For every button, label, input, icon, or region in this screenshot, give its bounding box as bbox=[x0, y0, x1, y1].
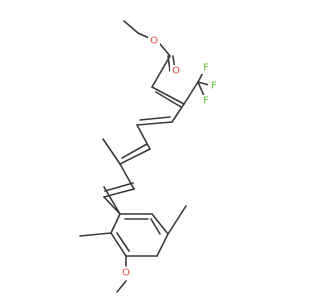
atom-label-layer: O O F F F O bbox=[120, 35, 220, 279]
bond-ch-ch bbox=[136, 124, 151, 150]
bond-ring-5-6 bbox=[151, 213, 169, 235]
svg-text:O: O bbox=[150, 36, 158, 47]
bond-ch-ch-double-b bbox=[139, 116, 171, 121]
oxygen-methoxy-atom: O bbox=[120, 267, 132, 279]
bond-ring-methyl-left bbox=[79, 232, 112, 237]
bond-ring-2-3 bbox=[110, 232, 127, 257]
fluorine-right-atom: F bbox=[208, 80, 220, 92]
bond-ring-inner-b bbox=[150, 218, 161, 235]
bond-carbonyl-ch bbox=[151, 55, 171, 88]
bond-ch-cme-double-a bbox=[119, 148, 151, 165]
bond-ring-4-5 bbox=[156, 233, 169, 257]
bond-o-ester-carbonyl bbox=[159, 43, 171, 57]
bond-cf3-f-right bbox=[197, 81, 210, 86]
bond-c-cf3 bbox=[183, 81, 199, 105]
bond-cme-ch bbox=[119, 163, 135, 190]
bond-cf3-f-bottom bbox=[197, 81, 205, 97]
bond-layer bbox=[79, 20, 210, 293]
bond-ch3-ch2 bbox=[123, 20, 139, 34]
oxygen-ester-atom: O bbox=[148, 35, 160, 47]
bond-ring-1-2 bbox=[110, 213, 121, 234]
svg-text:F: F bbox=[211, 81, 217, 92]
bond-ch-cme-double-b bbox=[121, 143, 148, 159]
svg-text:O: O bbox=[172, 66, 180, 77]
bond-ch-ccf3-b bbox=[155, 91, 182, 108]
bond-ring-methyl-top-left bbox=[103, 186, 121, 215]
bond-ch2-o-ester bbox=[137, 32, 150, 39]
bond-ring-inner-a bbox=[116, 232, 130, 252]
svg-text:F: F bbox=[203, 63, 209, 74]
svg-text:F: F bbox=[203, 96, 209, 107]
bond-ch-ch-double-a bbox=[136, 121, 173, 126]
bond-ccf3-ch bbox=[171, 103, 185, 123]
bond-cme-methyl bbox=[102, 138, 121, 165]
bond-o-methoxy-ch3 bbox=[116, 280, 127, 293]
fluorine-bottom-atom: F bbox=[200, 95, 212, 107]
bond-ring-methyl-right bbox=[167, 205, 187, 235]
svg-text:O: O bbox=[122, 268, 130, 279]
bond-ch-ccf3-a bbox=[151, 86, 185, 105]
bond-ch-ch-aryl-double-b bbox=[104, 182, 134, 192]
fluorine-top-atom: F bbox=[200, 62, 212, 74]
oxygen-carbonyl-atom: O bbox=[170, 65, 182, 77]
bond-chain-aryl bbox=[103, 196, 121, 215]
molecule-structure-diagram: O O F F F O bbox=[79, 20, 220, 293]
